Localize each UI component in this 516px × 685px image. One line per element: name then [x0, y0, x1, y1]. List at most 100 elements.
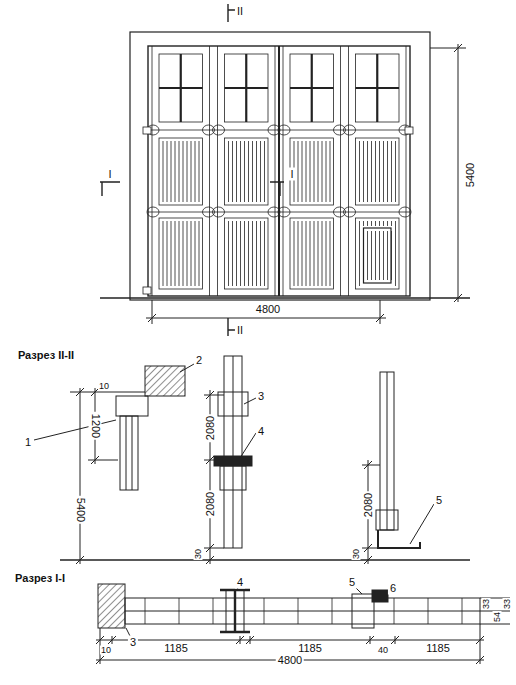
groove	[371, 141, 372, 202]
groove	[391, 141, 392, 202]
groove	[387, 141, 388, 202]
groove	[302, 141, 303, 202]
rail-block	[213, 207, 225, 217]
i-beam	[220, 590, 250, 632]
stile-line	[348, 46, 349, 296]
dimension: 1185	[162, 642, 190, 655]
dim-tick	[76, 388, 372, 564]
extension-line	[380, 300, 381, 324]
dimension-line	[146, 318, 386, 319]
callout-number: 5	[347, 576, 357, 589]
board-panel	[290, 138, 334, 205]
glazing-bar	[179, 598, 180, 624]
section-mark: II	[235, 324, 245, 337]
groove	[375, 141, 376, 202]
leaf-section	[380, 372, 394, 530]
rail-profile	[376, 510, 398, 530]
rail-profile	[220, 466, 246, 490]
glazing-line	[125, 611, 480, 612]
groove	[367, 231, 368, 280]
groove	[195, 221, 196, 286]
board-panel	[356, 218, 400, 289]
groove	[322, 221, 323, 286]
groove	[363, 141, 364, 202]
board-panel	[159, 138, 203, 205]
section-title: Разрез II-II	[16, 349, 76, 362]
wall	[98, 584, 125, 628]
rail-profile	[218, 392, 248, 416]
window-panel	[290, 54, 334, 122]
latch	[372, 590, 388, 602]
extension-line	[362, 548, 378, 549]
callout-number: 2	[194, 354, 204, 367]
groove	[294, 221, 295, 286]
groove	[375, 231, 376, 280]
rail-line	[279, 130, 345, 131]
stile-line	[275, 46, 276, 296]
groove	[391, 221, 392, 226]
dim-tick	[148, 314, 156, 322]
glazing-bar	[332, 598, 333, 624]
extension-line	[430, 48, 466, 49]
groove	[236, 221, 237, 286]
groove	[179, 221, 180, 286]
dimension-line	[80, 388, 81, 564]
groove	[367, 221, 368, 226]
callout-number: 1	[23, 436, 33, 449]
groove	[264, 221, 265, 286]
leaf-line	[132, 416, 133, 490]
groove	[228, 221, 229, 286]
section-mark-line	[100, 182, 120, 196]
leader-line	[240, 433, 256, 458]
board-panel	[225, 218, 269, 289]
hinge	[143, 127, 151, 134]
leaf-line	[126, 416, 127, 490]
groove	[252, 141, 253, 202]
bottom-fitting	[378, 530, 420, 548]
rail-block	[344, 207, 356, 217]
rail-block	[399, 207, 411, 217]
groove	[240, 141, 241, 202]
groove	[187, 141, 188, 202]
groove	[330, 221, 331, 286]
groove	[244, 141, 245, 202]
groove	[306, 221, 307, 286]
groove	[298, 141, 299, 202]
glazing-bar	[394, 598, 395, 624]
groove	[179, 141, 180, 202]
callout-number: 3	[128, 636, 138, 649]
dimension: 4800	[276, 654, 304, 667]
extension-line	[88, 460, 118, 461]
dim-tick	[454, 44, 462, 52]
dim-tick	[376, 314, 384, 322]
extension-line	[152, 300, 153, 324]
groove	[302, 221, 303, 286]
leaf-section	[224, 356, 242, 548]
groove	[195, 141, 196, 202]
groove	[383, 221, 384, 226]
groove	[318, 221, 319, 286]
groove	[330, 141, 331, 202]
stile-line	[406, 46, 407, 296]
dimension: 40	[377, 646, 389, 655]
glazing-bar	[462, 598, 463, 624]
dimension: 1200	[89, 412, 102, 440]
glazing-bar	[264, 598, 265, 624]
rail-line	[214, 212, 280, 213]
callout-number: 4	[235, 576, 245, 589]
groove	[322, 141, 323, 202]
groove	[318, 141, 319, 202]
mullion	[159, 87, 203, 89]
window-panel	[225, 54, 269, 122]
groove	[391, 231, 392, 280]
mullion	[225, 87, 269, 89]
groove	[387, 231, 388, 280]
groove	[359, 141, 360, 202]
groove	[248, 141, 249, 202]
dimension: 2080	[362, 491, 375, 519]
callout-number: 3	[256, 390, 266, 403]
dimension: 4800	[254, 303, 282, 316]
groove	[163, 141, 164, 202]
stile-line	[209, 46, 210, 296]
mullion	[290, 87, 334, 89]
